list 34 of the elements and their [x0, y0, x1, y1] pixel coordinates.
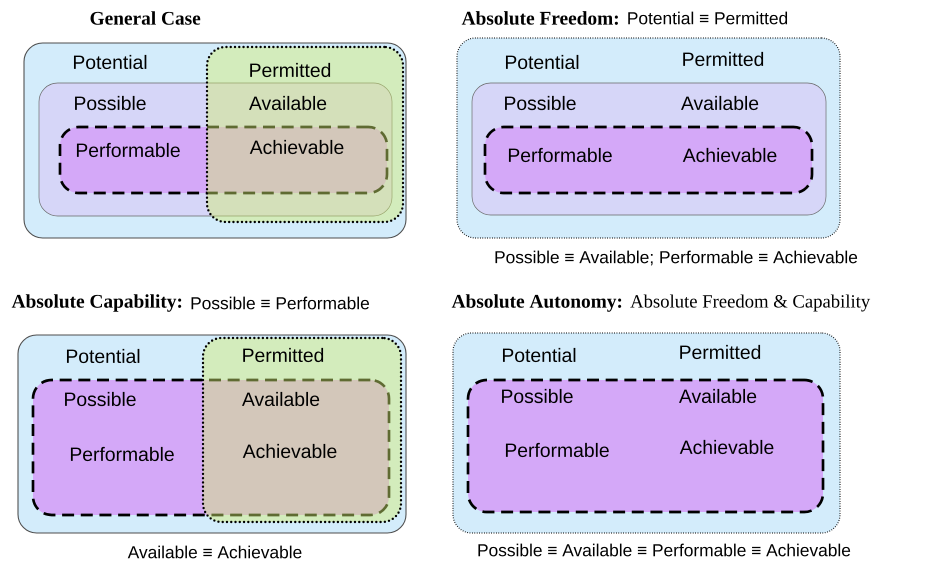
- panel-heading: Absolute Capability:: [12, 294, 182, 312]
- set-label: Available: [679, 388, 756, 404]
- set-label: Possible: [505, 96, 576, 110]
- panel-heading: Absolute Autonomy:: [452, 294, 622, 312]
- set-label: Potential: [502, 348, 576, 362]
- set-label: Potential: [74, 54, 146, 70]
- panel-heading: Absolute Freedom:: [462, 11, 618, 25]
- set-label: Available: [242, 392, 320, 406]
- set-label: Possible: [75, 96, 146, 110]
- heading-text: Possible ≡ Performable: [192, 296, 369, 310]
- set-label: Potential: [66, 348, 140, 364]
- panel-heading: General Case: [90, 11, 200, 25]
- set-label: Permitted: [683, 52, 764, 66]
- set-label: Achievable: [682, 148, 776, 162]
- set-label: Achievable: [250, 140, 344, 154]
- set-label: Available: [249, 96, 326, 110]
- set-label: Performable: [506, 442, 609, 458]
- caption: Available ≡ Achievable: [128, 546, 302, 558]
- set-label: Achievable: [242, 444, 336, 458]
- heading-text: Absolute Freedom & Capability: [630, 294, 870, 312]
- set-label: Performable: [70, 446, 174, 462]
- set-label: Permitted: [680, 344, 760, 360]
- set-label: Achievable: [680, 440, 774, 454]
- set-label: Performable: [76, 142, 180, 158]
- set-label: Available: [681, 96, 758, 110]
- set-label: Performable: [508, 148, 612, 162]
- set-label: Possible: [65, 392, 136, 406]
- set-label: Permitted: [243, 348, 324, 362]
- caption: Possible ≡ Available ≡ Performable ≡ Achievable: [478, 544, 850, 556]
- set-label: Possible: [502, 388, 573, 404]
- set-label: Permitted: [250, 62, 330, 78]
- caption: Possible ≡ Available; Performable ≡ Achievable: [496, 250, 858, 266]
- heading-text: Potential ≡ Permitted: [628, 12, 788, 24]
- set-label: Potential: [506, 54, 578, 70]
